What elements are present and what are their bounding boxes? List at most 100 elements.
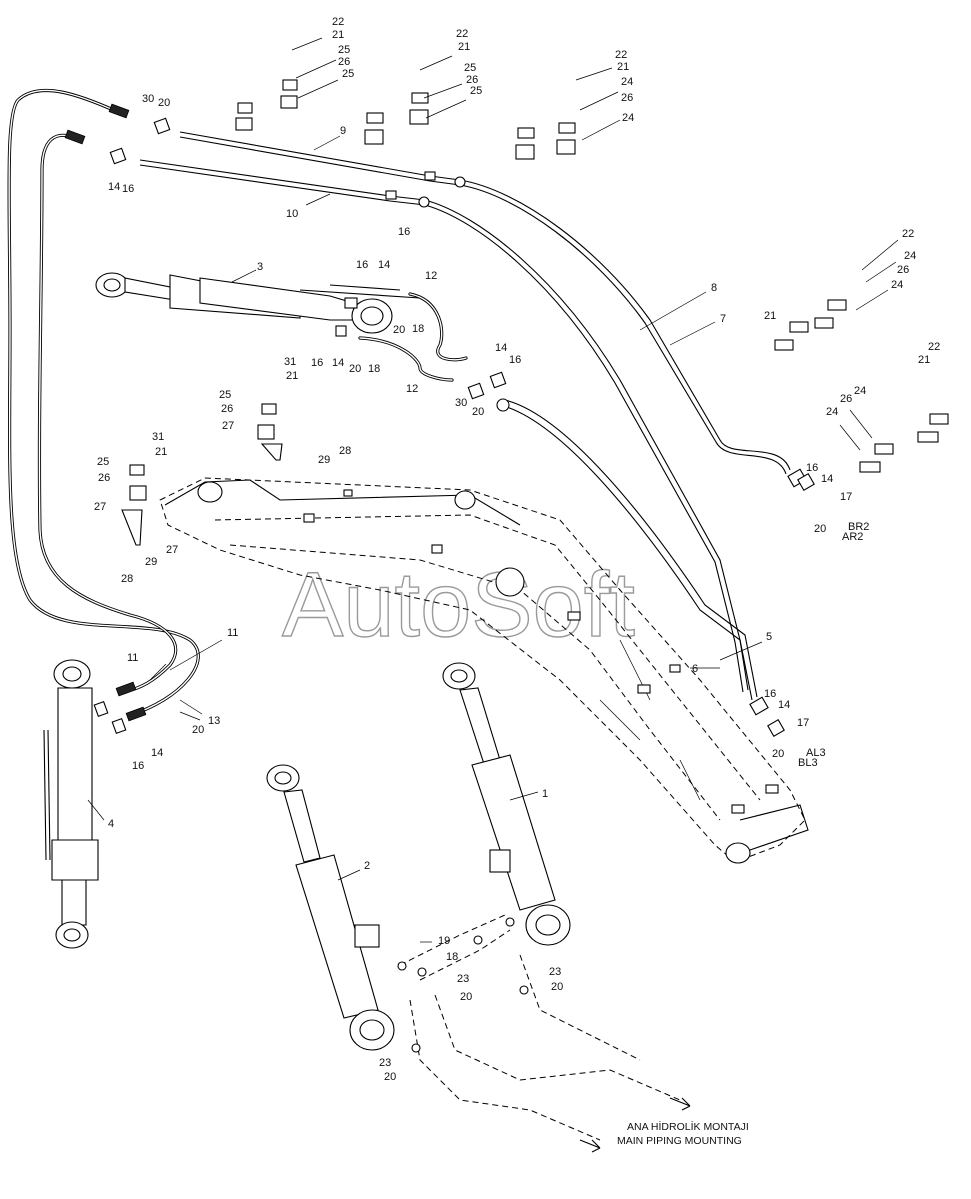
callout-14: 14 — [495, 342, 507, 354]
clamp-sets — [121, 79, 949, 546]
callout-19: 19 — [438, 935, 450, 947]
callout-labels: 22 21 25 26 25 22 21 25 26 25 22 21 24 2… — [94, 16, 940, 1083]
callout-26: 26 — [98, 472, 110, 484]
callout-30: 30 — [455, 397, 467, 409]
callout-AR2: AR2 — [842, 531, 863, 543]
callout-4: 4 — [108, 818, 114, 830]
callout-24: 24 — [826, 406, 838, 418]
callout-20: 20 — [551, 981, 563, 993]
callout-21: 21 — [918, 354, 930, 366]
callout-16: 16 — [806, 462, 818, 474]
arm-cylinder-3 — [95, 272, 421, 337]
hoses-12 — [358, 292, 468, 382]
callout-14: 14 — [778, 699, 790, 711]
callout-31: 31 — [152, 431, 164, 443]
pipes-9-10 — [139, 131, 791, 693]
callout-14: 14 — [821, 473, 833, 485]
callout-5: 5 — [766, 631, 772, 643]
callout-25: 25 — [470, 85, 482, 97]
callout-16: 16 — [398, 226, 410, 238]
hose-11-loop — [7, 88, 200, 722]
callout-30: 30 — [142, 93, 154, 105]
callout-18: 18 — [368, 363, 380, 375]
callout-BR2: BR2 — [848, 521, 869, 533]
callout-17: 17 — [797, 717, 809, 729]
callout-13: 13 — [208, 715, 220, 727]
callout-25: 25 — [219, 389, 231, 401]
callout-26: 26 — [338, 56, 350, 68]
callout-29: 29 — [145, 556, 157, 568]
callout-26: 26 — [897, 264, 909, 276]
callout-20: 20 — [472, 406, 484, 418]
callout-7: 7 — [720, 313, 726, 325]
callout-18: 18 — [446, 951, 458, 963]
cylinder-2 — [266, 764, 395, 1051]
callout-22: 22 — [902, 228, 914, 240]
callout-31: 31 — [284, 356, 296, 368]
callout-27: 27 — [166, 544, 178, 556]
callout-26: 26 — [221, 403, 233, 415]
callout-24: 24 — [621, 76, 633, 88]
pipes-5-8 — [496, 398, 807, 716]
callout-16: 16 — [122, 183, 134, 195]
callout-20: 20 — [814, 523, 826, 535]
callout-8: 8 — [711, 282, 717, 294]
callout-12: 12 — [406, 383, 418, 395]
callout-16: 16 — [356, 259, 368, 271]
callout-AL3: AL3 — [806, 747, 826, 759]
callout-12: 12 — [425, 270, 437, 282]
callout-3: 3 — [257, 261, 263, 273]
callout-14: 14 — [378, 259, 390, 271]
callout-26: 26 — [466, 74, 478, 86]
callout-24: 24 — [891, 279, 903, 291]
callout-20: 20 — [349, 363, 361, 375]
callout-9: 9 — [340, 125, 346, 137]
callout-26: 26 — [840, 393, 852, 405]
boom-assembly — [159, 477, 809, 864]
callout-20: 20 — [192, 724, 204, 736]
callout-24: 24 — [854, 385, 866, 397]
callout-BL3: BL3 — [798, 757, 818, 769]
caption-line-2: MAIN PIPING MOUNTING — [617, 1135, 742, 1147]
callout-10: 10 — [286, 208, 298, 220]
callout-21: 21 — [332, 29, 344, 41]
callout-21: 21 — [286, 370, 298, 382]
callout-21: 21 — [764, 310, 776, 322]
callout-20: 20 — [460, 991, 472, 1003]
lower-pipes — [399, 914, 691, 1153]
callout-20: 20 — [393, 324, 405, 336]
callout-2: 2 — [364, 860, 370, 872]
callout-16: 16 — [764, 688, 776, 700]
callout-22: 22 — [615, 49, 627, 61]
callout-6: 6 — [692, 663, 698, 675]
callout-21: 21 — [155, 446, 167, 458]
callout-23: 23 — [549, 966, 561, 978]
callout-18: 18 — [412, 323, 424, 335]
callout-25: 25 — [464, 62, 476, 74]
boom-cylinder-4 — [43, 659, 99, 949]
cylinder-1 — [442, 662, 571, 946]
callout-11: 11 — [227, 627, 238, 639]
callout-20: 20 — [158, 97, 170, 109]
callout-21: 21 — [617, 61, 629, 73]
callout-14: 14 — [332, 357, 344, 369]
callout-22: 22 — [928, 341, 940, 353]
callout-23: 23 — [457, 973, 469, 985]
callout-28: 28 — [121, 573, 133, 585]
callout-25: 25 — [338, 44, 350, 56]
caption-line-1: ANA HİDROLİK MONTAJI — [627, 1120, 749, 1133]
callout-14: 14 — [108, 181, 120, 193]
callout-24: 24 — [904, 250, 916, 262]
callout-25: 25 — [342, 68, 354, 80]
callout-14: 14 — [151, 747, 163, 759]
callout-16: 16 — [132, 760, 144, 772]
callout-11: 11 — [127, 652, 138, 664]
callout-27: 27 — [222, 420, 234, 432]
callout-24: 24 — [622, 112, 634, 124]
callout-16: 16 — [311, 357, 323, 369]
callout-23: 23 — [379, 1057, 391, 1069]
callout-29: 29 — [318, 454, 330, 466]
callout-22: 22 — [332, 16, 344, 28]
